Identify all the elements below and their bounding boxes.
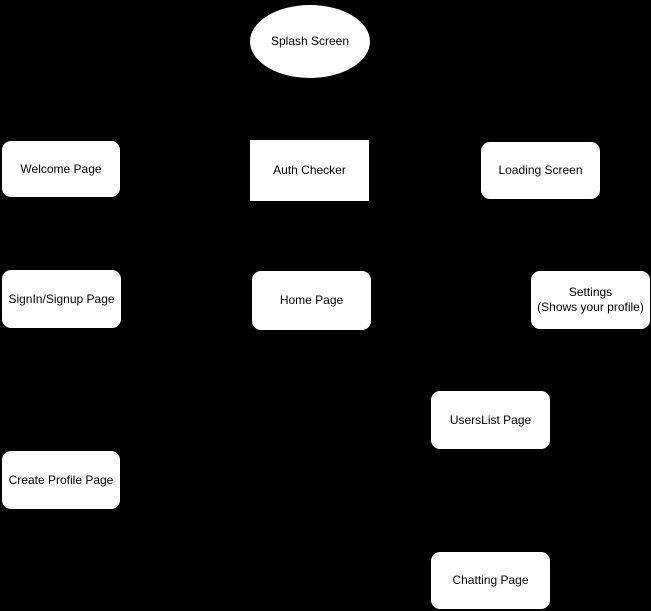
node-chatting-page[interactable]: Chatting Page xyxy=(431,552,550,609)
node-label-splash-screen: Splash Screen xyxy=(270,34,350,48)
node-label-home-page: Home Page xyxy=(279,293,344,307)
node-signin-signup-page[interactable]: SignIn/Signup Page xyxy=(2,270,121,328)
node-loading-screen[interactable]: Loading Screen xyxy=(481,142,600,199)
node-label-signin-signup-page: SignIn/Signup Page xyxy=(8,291,115,306)
node-splash-screen[interactable]: Splash Screen xyxy=(250,5,370,78)
node-label-loading-screen: Loading Screen xyxy=(498,163,583,177)
node-label-create-profile-page: Create Profile Page xyxy=(8,472,114,487)
node-label-settings: Settings (Shows your profile) xyxy=(537,285,644,314)
node-settings[interactable]: Settings (Shows your profile) xyxy=(531,271,650,329)
node-welcome-page[interactable]: Welcome Page xyxy=(2,141,120,197)
node-home-page[interactable]: Home Page xyxy=(252,271,371,330)
node-userslist-page[interactable]: UsersList Page xyxy=(431,391,550,449)
node-label-chatting-page: Chatting Page xyxy=(452,573,529,587)
node-label-userslist-page: UsersList Page xyxy=(449,412,532,427)
node-create-profile-page[interactable]: Create Profile Page xyxy=(2,451,120,509)
node-label-welcome-page: Welcome Page xyxy=(20,161,102,176)
node-label-auth-checker: Auth Checker xyxy=(273,163,346,177)
node-auth-checker[interactable]: Auth Checker xyxy=(250,140,369,201)
